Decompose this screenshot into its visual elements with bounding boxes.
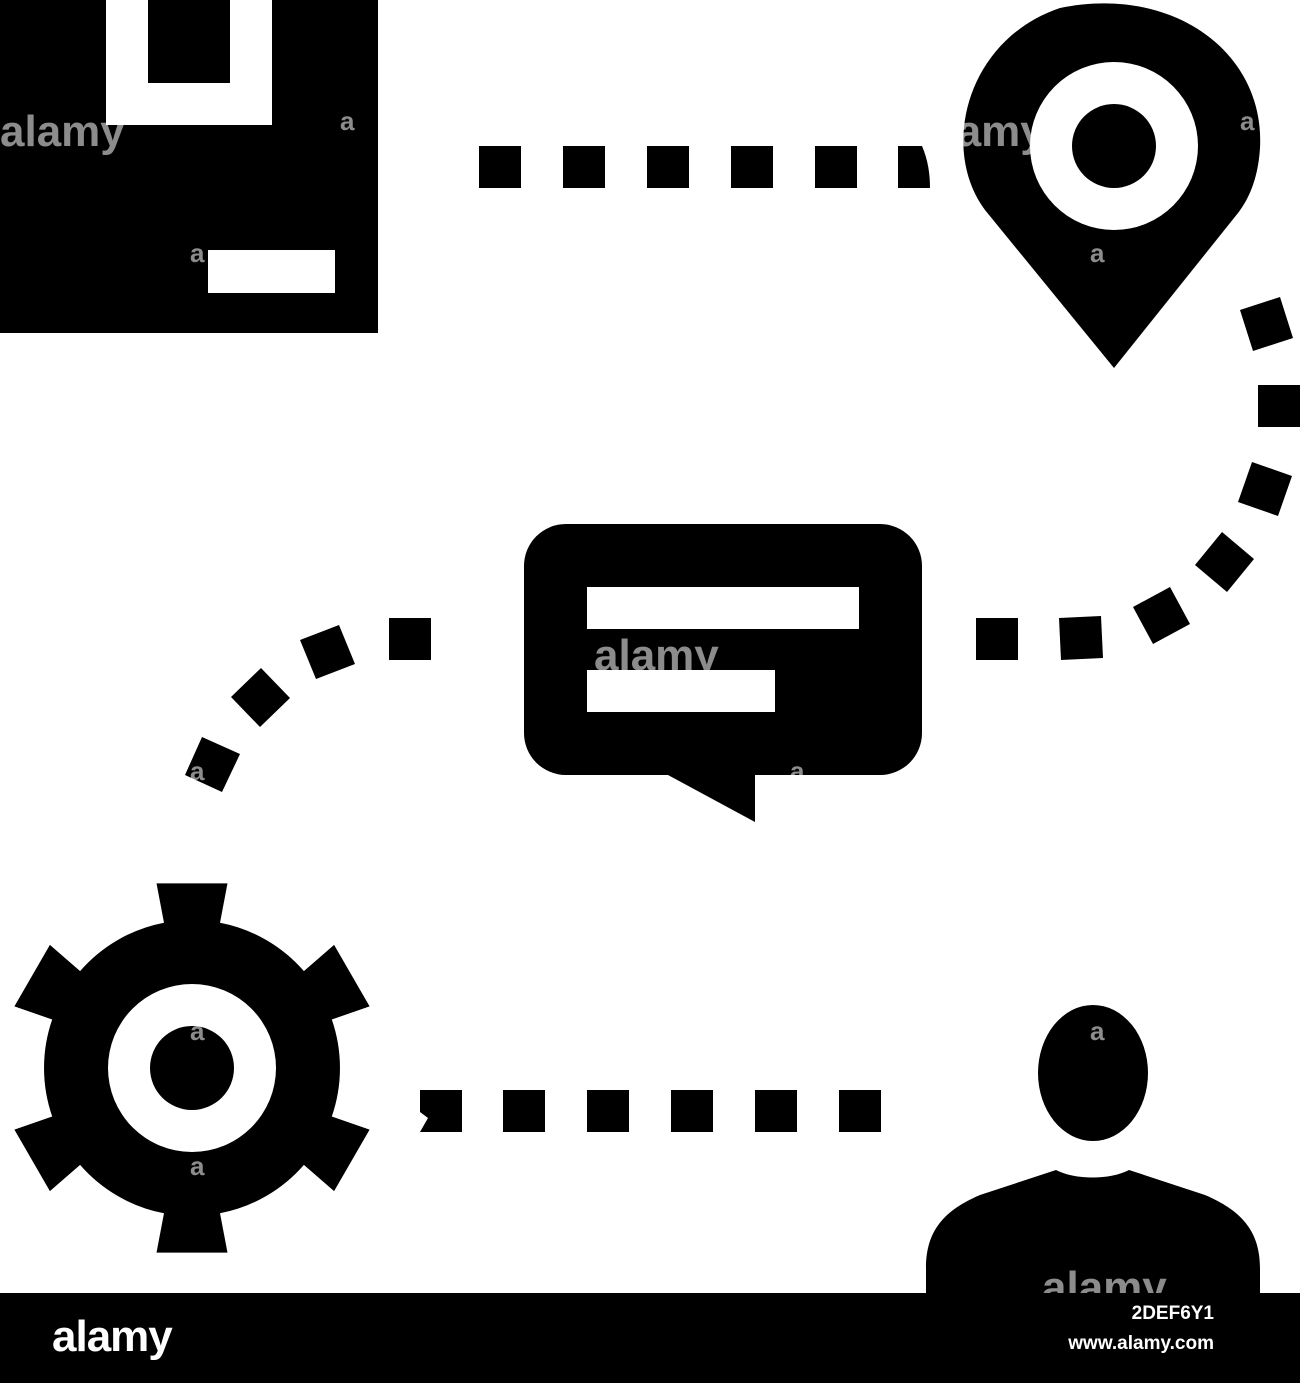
person-icon xyxy=(926,1005,1260,1293)
speech-bubble-icon xyxy=(524,524,922,822)
watermark-letter: a xyxy=(340,106,355,136)
watermark-text: alamy xyxy=(594,631,719,680)
watermark-text: alamy xyxy=(0,107,125,156)
watermark-letter: a xyxy=(790,756,805,786)
watermark-letter: a xyxy=(1090,238,1105,268)
footer-logo: alamy xyxy=(52,1312,173,1361)
watermark-layer: alamy alamy alamy alamy a a a a a a a a … xyxy=(0,106,1255,1312)
watermark-letter: a xyxy=(1090,756,1105,786)
location-pin-icon xyxy=(963,3,1261,368)
image-id: 2DEF6Y1 xyxy=(1131,1303,1214,1324)
dotted-path-box-to-pin xyxy=(479,146,930,188)
watermark-letter: a xyxy=(190,1016,205,1046)
watermark-letter: a xyxy=(190,496,205,526)
watermark-letter: a xyxy=(1090,1016,1105,1046)
box-icon xyxy=(0,0,378,333)
gear-icon xyxy=(14,883,370,1253)
watermark-text: alamy xyxy=(920,107,1045,156)
watermark-letter: a xyxy=(1240,106,1255,136)
watermark-letter: a xyxy=(190,1151,205,1181)
watermark-letter: a xyxy=(640,1016,655,1046)
watermark-letter: a xyxy=(1090,496,1105,526)
dotted-path-gear-to-person xyxy=(420,1090,881,1132)
footer-bar: alamy 2DEF6Y1 www.alamy.com xyxy=(0,1293,1300,1383)
watermark-letter: a xyxy=(640,496,655,526)
dotted-path-pin-to-bubble xyxy=(976,297,1300,660)
watermark-letter: a xyxy=(190,238,205,268)
dotted-path-bubble-to-gear xyxy=(185,618,431,792)
watermark-letter: a xyxy=(190,756,205,786)
watermark-letter: a xyxy=(640,238,655,268)
footer-url: www.alamy.com xyxy=(1068,1333,1214,1354)
watermark-letter: a xyxy=(640,1151,655,1181)
